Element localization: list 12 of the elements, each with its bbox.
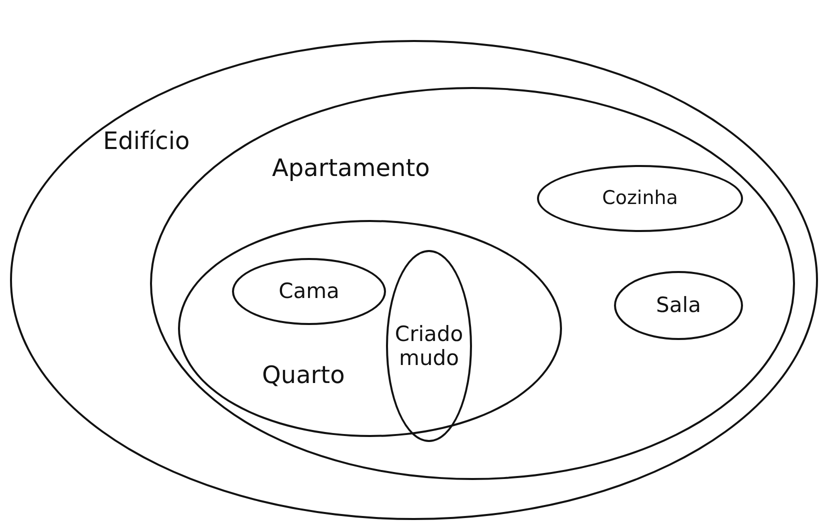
set-label: Quarto <box>262 362 345 390</box>
set-label: Cozinha <box>602 188 678 210</box>
set-label: Apartamento <box>272 155 430 183</box>
set-ellipse <box>10 40 818 520</box>
set-ellipse <box>232 258 386 325</box>
set-label: Edifício <box>103 128 190 156</box>
set-ellipse <box>537 165 743 232</box>
set-label: Sala <box>656 293 701 318</box>
set-label: Criado mudo <box>394 322 464 370</box>
set-ellipse <box>386 250 472 442</box>
set-ellipse <box>614 271 743 340</box>
set-label: Cama <box>278 279 340 304</box>
